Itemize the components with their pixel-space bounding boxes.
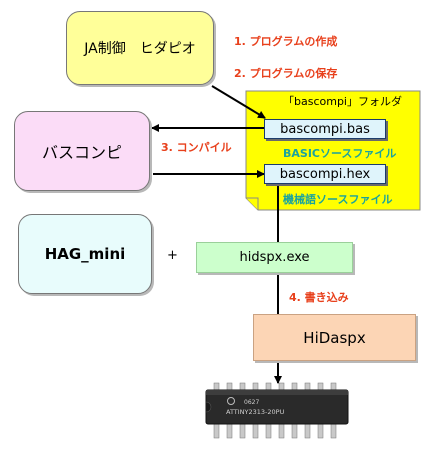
hidspx-box: hidspx.exe [196,242,353,273]
folder-title: 「bascompi」フォルダ [283,95,402,108]
ja-hidapio-box: JA制御 ヒダピオ [66,11,214,85]
hidaspx-box: HiDaspx [253,314,416,361]
bas-file-label: bascompi.bas [280,121,370,137]
hag-mini-label: HAG_mini [44,245,126,263]
step-3-label: 3. コンパイル [161,141,232,154]
hidspx-label: hidspx.exe [239,250,310,265]
hex-file-label: bascompi.hex [279,166,371,182]
ja-hidapio-label: JA制御 ヒダピオ [84,41,196,57]
bas-file-caption: BASICソースファイル [283,147,397,160]
hex-file-caption: 機械語ソースファイル [283,193,393,206]
chip-mark-text: 0627 [244,399,259,406]
attiny2313-chip: 0627 ATTINY2313-20PU [205,382,349,439]
step-4-label: 4. 書き込み [289,291,349,304]
step-1-label: 1. プログラムの作成 [234,35,338,48]
buscompi-box: バスコンピ [14,111,150,191]
hag-mini-box: HAG_mini [18,214,152,294]
step-2-label: 2. プログラムの保存 [234,67,338,80]
arrow-to-bas-file [211,85,266,119]
bas-file-box: bascompi.bas [264,119,386,139]
chip-pins-bottom [213,421,337,439]
hex-file-box: bascompi.hex [264,164,386,184]
hidaspx-label: HiDaspx [303,328,366,347]
buscompi-label: バスコンピ [41,143,122,162]
chip-part-text: ATTINY2313-20PU [226,408,285,416]
plus-sign: + [167,248,178,263]
